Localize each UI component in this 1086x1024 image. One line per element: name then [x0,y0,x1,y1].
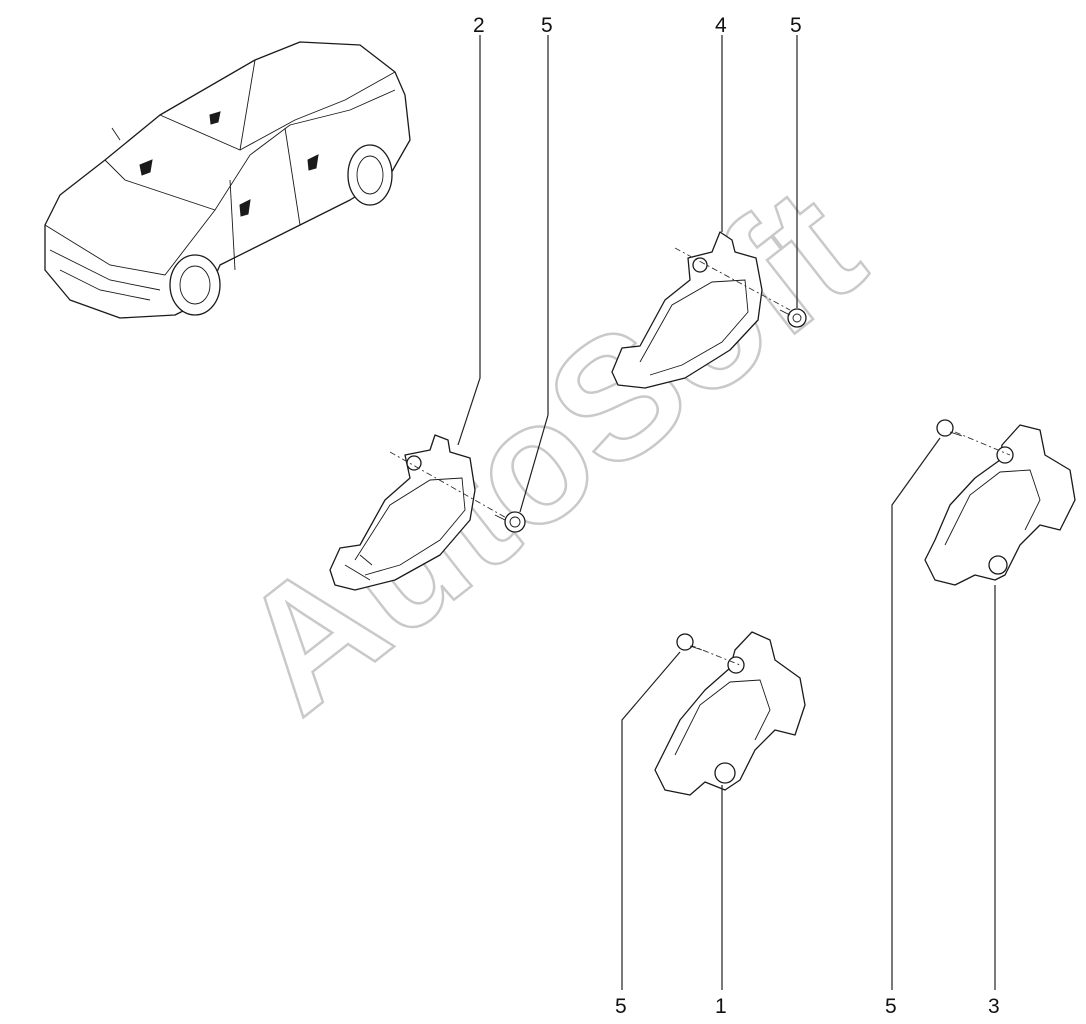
part-3-bracket [924,424,1076,586]
callout-3-bottom: 3 [988,995,1000,1018]
callout-5-bottom-b: 5 [885,995,897,1018]
callout-4-top: 4 [715,14,727,37]
callout-1-bottom: 1 [715,995,727,1018]
callout-5-bottom-a: 5 [615,995,627,1018]
callout-5-top-b: 5 [790,14,802,37]
part-5-bolt-b [779,308,807,328]
leader-lines [457,35,996,990]
part-4-bracket [611,231,791,389]
callout-5-top-a: 5 [541,14,553,37]
part-5-bolt-a [494,511,526,533]
part-2-bracket [329,434,511,591]
part-5-bolt-c [936,419,963,437]
part-1-bracket [654,631,806,796]
watermark-text: AutoSoft [205,151,895,749]
callout-2-top: 2 [473,14,485,37]
part-5-bolt-d [676,633,703,651]
car-overview-illustration [44,41,411,319]
